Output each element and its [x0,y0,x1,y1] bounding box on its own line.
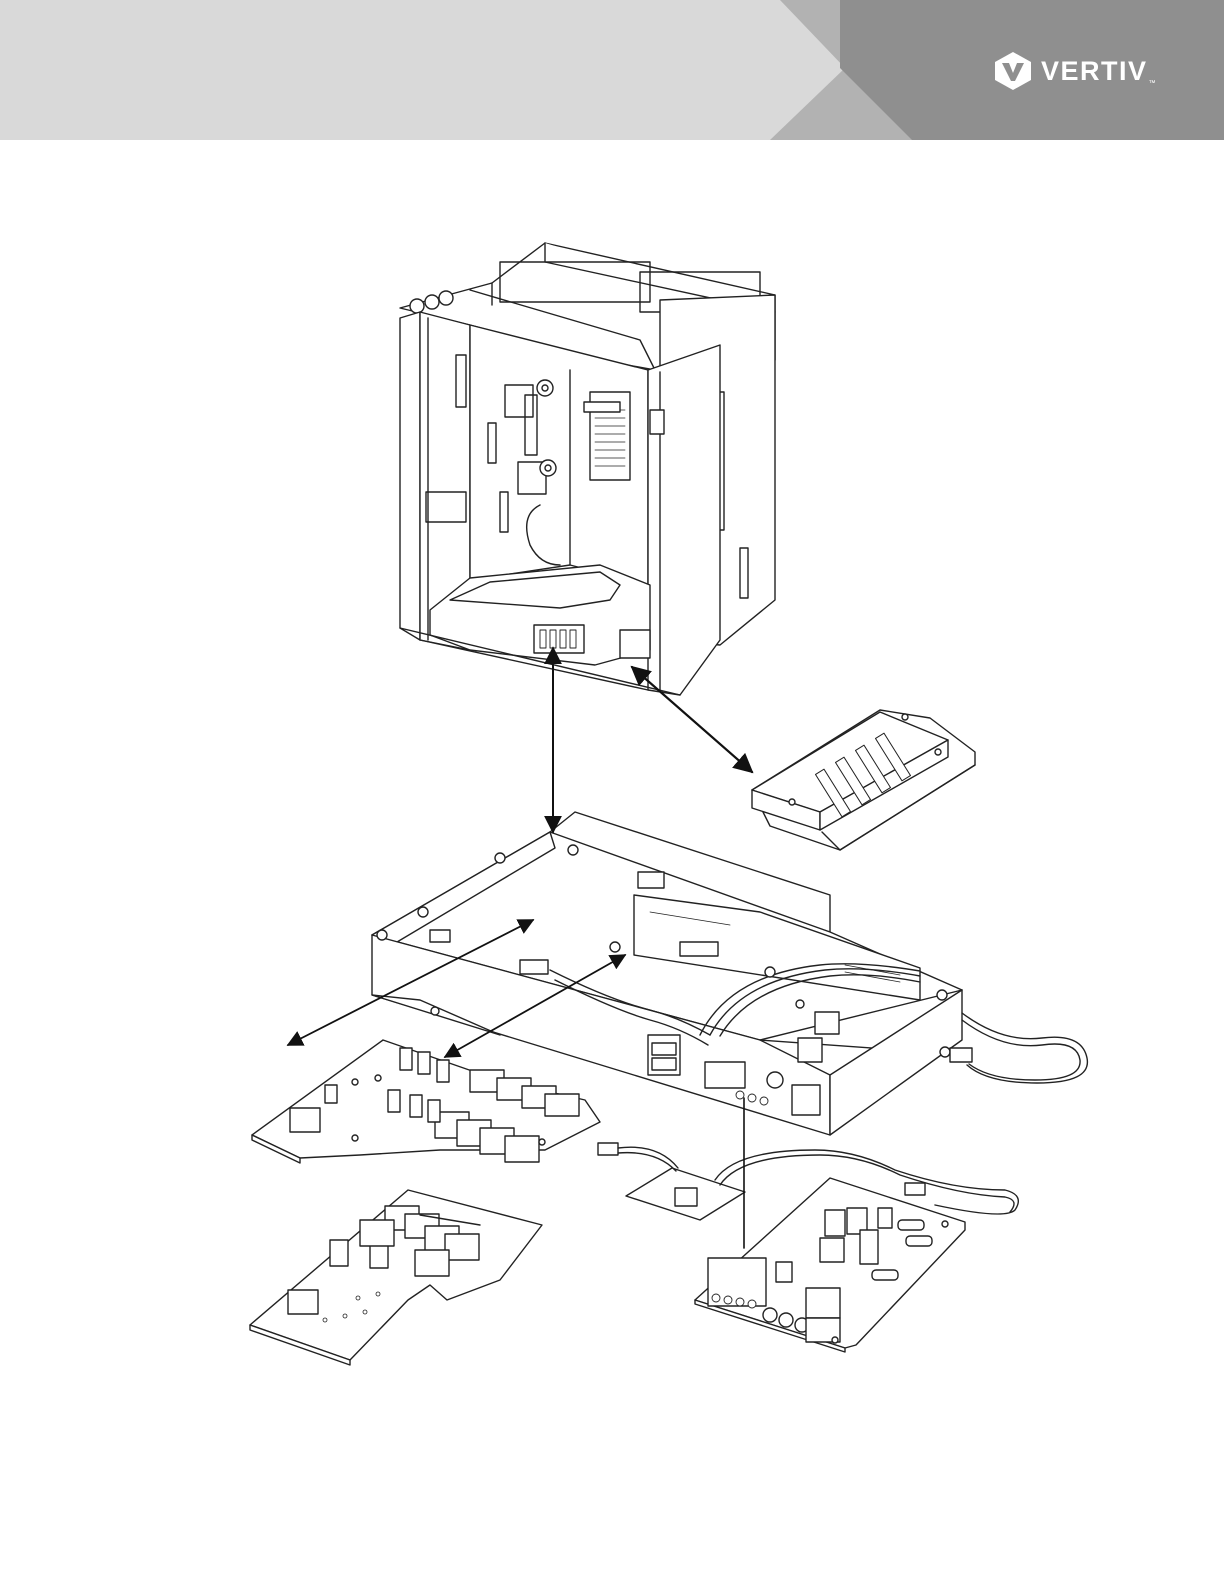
io-board-right [695,1178,965,1352]
cabinet-enclosure [400,243,775,695]
page-header: VERTIV™ [0,0,1224,140]
diagram-svg [0,140,1224,1584]
brand-name: VERTIV™ [1041,56,1157,87]
arrow-cabinet-to-terminal-module [632,667,752,772]
vertiv-v-logo-icon [993,51,1033,91]
exploded-assembly-diagram [0,140,1224,1584]
relay-card-lower-left [250,1190,542,1365]
brand-logo: VERTIV™ [993,51,1157,91]
relay-card-left [252,1040,600,1163]
terminal-board-module [752,710,975,850]
